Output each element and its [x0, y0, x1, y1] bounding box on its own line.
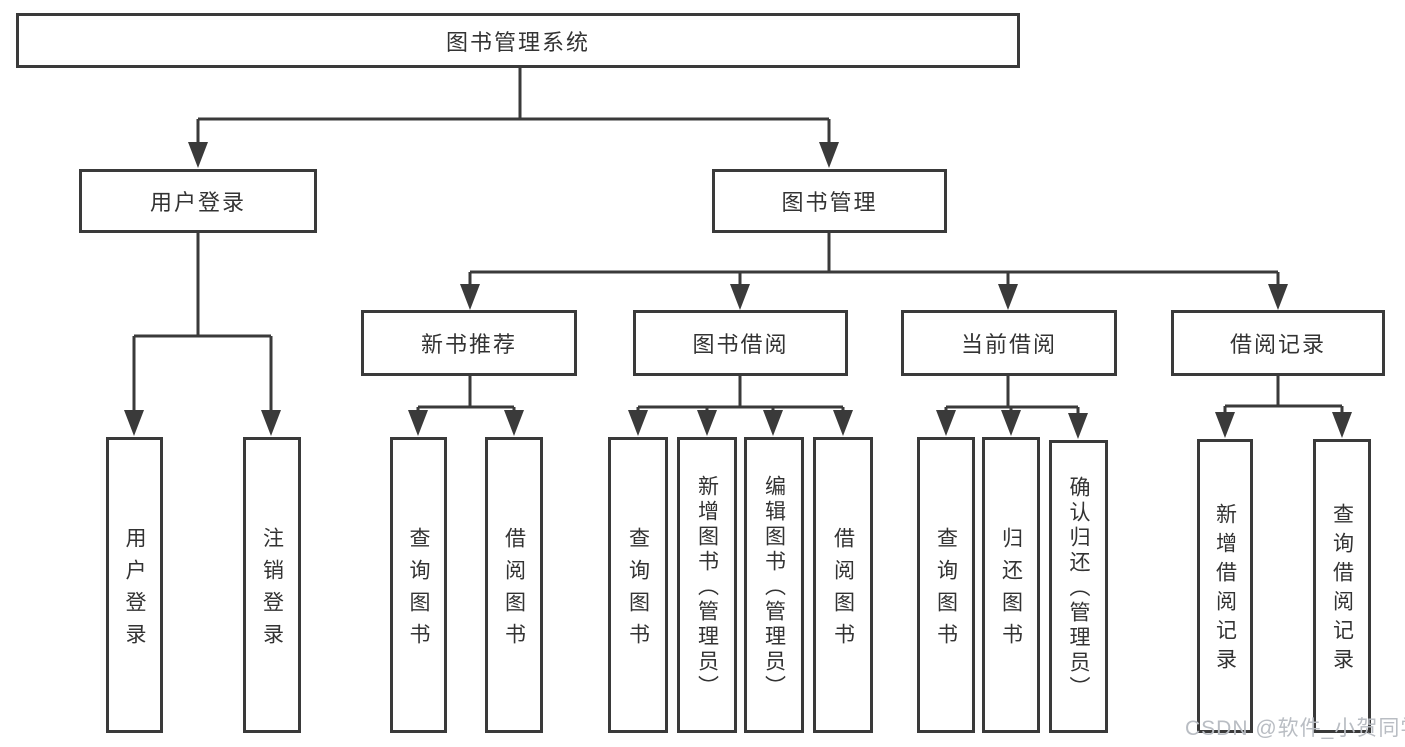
node-root-system: 图书管理系统 — [16, 13, 1020, 68]
node-label: 查询借阅记录 — [1330, 503, 1354, 677]
node-label: 新增借阅记录 — [1213, 503, 1237, 677]
leaf-borrow-books: 借阅图书 — [813, 437, 873, 733]
node-label: 图书借阅 — [692, 332, 789, 357]
leaf-query-borrow-record: 查询借阅记录 — [1313, 439, 1371, 733]
csdn-watermark: CSDN @软件_小贺同学 — [1185, 717, 1405, 740]
node-label: 编辑图书（管理员） — [762, 474, 786, 700]
node-label: 注销登录 — [260, 526, 284, 655]
node-label: 查询图书 — [407, 526, 430, 655]
node-label: 图书管理 — [781, 190, 878, 215]
node-label: 借阅记录 — [1229, 332, 1326, 357]
node-label: 查询图书 — [934, 526, 958, 655]
node-book-management: 图书管理 — [712, 169, 947, 233]
node-label: 借阅图书 — [502, 526, 526, 655]
node-label: 新书推荐 — [420, 332, 517, 357]
node-label: 新增图书（管理员） — [695, 474, 719, 700]
node-current-borrow: 当前借阅 — [901, 310, 1117, 376]
node-label: 当前借阅 — [960, 332, 1057, 357]
leaf-confirm-return-admin: 确认归还（管理员） — [1049, 440, 1108, 733]
node-label: 用户登录 — [123, 526, 146, 655]
leaf-edit-books-admin: 编辑图书（管理员） — [744, 437, 804, 733]
node-new-book-recommend: 新书推荐 — [361, 310, 577, 376]
node-label: 查询图书 — [626, 526, 650, 655]
leaf-query-books-current: 查询图书 — [917, 437, 975, 733]
node-label: 归还图书 — [999, 526, 1023, 655]
leaf-query-books-recommend: 查询图书 — [390, 437, 447, 733]
node-label: 图书管理系统 — [445, 29, 590, 55]
leaf-return-books: 归还图书 — [982, 437, 1040, 733]
node-label: 借阅图书 — [831, 526, 855, 655]
leaf-add-borrow-record: 新增借阅记录 — [1197, 439, 1253, 733]
node-label: 用户登录 — [149, 190, 246, 215]
leaf-add-books-admin: 新增图书（管理员） — [677, 437, 737, 733]
node-book-borrow: 图书借阅 — [633, 310, 848, 376]
node-user-login: 用户登录 — [79, 169, 317, 233]
node-label: 确认归还（管理员） — [1067, 476, 1090, 701]
node-borrow-records: 借阅记录 — [1171, 310, 1385, 376]
leaf-query-books-borrow: 查询图书 — [608, 437, 668, 733]
leaf-user-login: 用户登录 — [106, 437, 163, 733]
leaf-borrow-books-recommend: 借阅图书 — [485, 437, 543, 733]
leaf-logout: 注销登录 — [243, 437, 301, 733]
